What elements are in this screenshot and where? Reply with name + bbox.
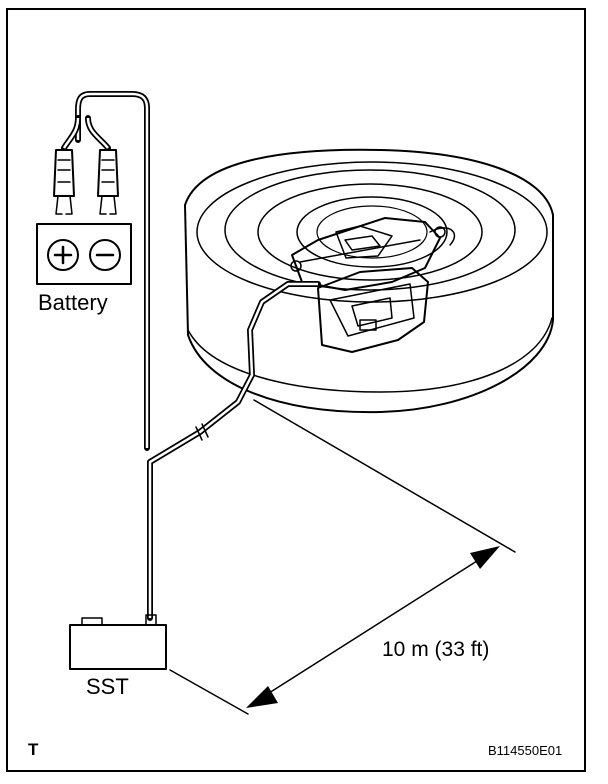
cable-to-airbag [147,281,321,621]
battery-label: Battery [38,290,108,315]
positive-terminal-icon [47,239,79,271]
dimension-arrow-icon [169,399,516,715]
sst-label: SST [86,674,129,699]
figure-code: B114550E01 [488,743,562,758]
inflator-module-icon [290,217,456,353]
battery-icon [36,149,132,285]
sst-box-icon [69,614,167,670]
cable-to-battery [61,91,150,451]
tire-icon [184,148,554,414]
negative-terminal-icon [89,239,121,271]
corner-mark: T [28,740,39,759]
distance-label: 10 m (33 ft) [382,638,489,661]
diagram-frame [6,8,586,772]
